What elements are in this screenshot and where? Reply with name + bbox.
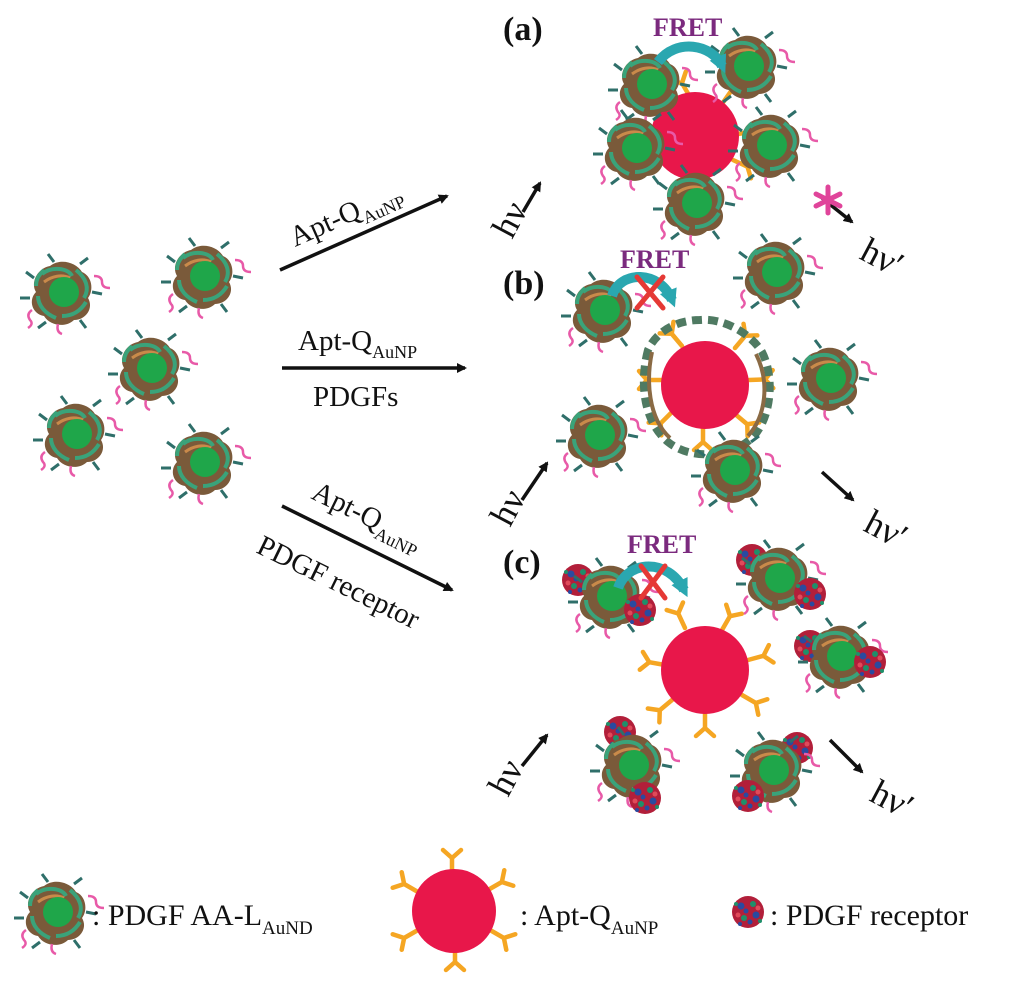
photon-out-a: hν′ [854, 230, 910, 285]
svg-text:hν′: hν′ [858, 502, 914, 557]
photon-out-c: hν′ [864, 772, 920, 827]
legend-receptor-icon [732, 896, 764, 928]
photon-in-c: hν [480, 753, 531, 802]
svg-text:hν: hν [480, 753, 531, 802]
fret-curved-arrow-icon [654, 41, 727, 74]
legend-item3-text: : PDGF receptor [770, 899, 968, 932]
receptor-blob-icon [854, 646, 886, 678]
receptor-blob-icon [629, 782, 661, 814]
panel-c-label: (c) [503, 544, 541, 581]
ld-cluster-icon [554, 395, 648, 479]
emission-arrow-b [820, 470, 855, 502]
star-icon [813, 184, 843, 216]
gold-nanoparticle [661, 626, 749, 714]
svg-text:hν: hν [482, 483, 533, 532]
ld-cluster-icon [726, 105, 820, 189]
panel-a-label: (a) [503, 11, 543, 48]
panel-b-assembly [554, 232, 879, 514]
legend-ld-cluster-icon [12, 872, 106, 956]
svg-text:hν′: hν′ [854, 230, 910, 285]
legend-np-icon [412, 869, 496, 953]
panel-b-label: (b) [503, 265, 545, 302]
panel-a-assembly [591, 26, 820, 247]
arrow-b-text: Apt-QAuNP [298, 325, 417, 362]
block-cross-icon [634, 274, 666, 311]
svg-text:Apt-QAuNP: Apt-QAuNP [285, 176, 409, 258]
block-cross-icon [638, 563, 668, 601]
receptor-blob-icon [732, 780, 764, 812]
arrow-to-c [281, 504, 454, 592]
fret-label-b: FRET [620, 245, 689, 274]
ld-cluster-icon [731, 232, 825, 316]
fret-label-a: FRET [653, 13, 722, 42]
gold-nanoparticle [661, 341, 749, 429]
ld-cluster-icon [651, 163, 745, 247]
photon-out-b: hν′ [858, 502, 914, 557]
ld-cluster-icon [31, 394, 125, 478]
ld-cluster-icon [159, 236, 253, 320]
fret-curved-arrow-icon [613, 561, 689, 598]
arrow-a-text: Apt-QAuNP [285, 176, 409, 258]
emission-arrow-c [828, 738, 864, 774]
legend-item1-text: : PDGF AA-LAuND [92, 899, 313, 939]
ld-cluster-icon [18, 252, 112, 336]
svg-text:hν′: hν′ [864, 772, 920, 827]
ld-cluster-icon [159, 422, 253, 506]
arrow-to-a [279, 194, 449, 272]
receptor-blob-icon [794, 578, 826, 610]
photon-in-b: hν [482, 483, 533, 532]
legend-item2-text: : Apt-QAuNP [520, 899, 658, 939]
legend: : PDGF AA-LAuND : Apt-QAuNP : PDGF recep… [12, 850, 968, 970]
ld-cluster-icon [106, 328, 200, 412]
fret-curved-arrow-icon [607, 272, 677, 308]
fret-label-c: FRET [627, 530, 696, 559]
ld-cluster-icon [559, 270, 653, 354]
arrow-b-text2: PDGFs [313, 381, 398, 413]
ld-cluster-icon [785, 338, 879, 422]
panel-c-assembly [562, 538, 890, 814]
